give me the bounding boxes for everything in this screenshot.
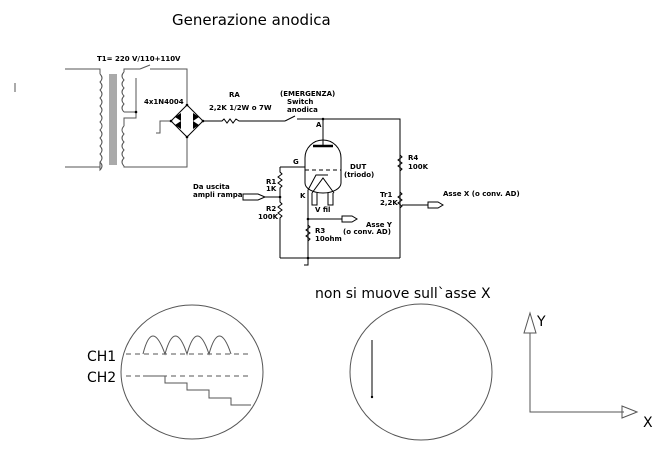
resistor-r3: Asse Y (o conv. AD) R3 10ohm (280, 215, 400, 266)
x-arrow-icon (621, 405, 639, 419)
r4-value: 100K (408, 163, 429, 171)
out-y-line2: (o conv. AD) (343, 228, 391, 236)
transformer-t1: T1= 220 V/110+110V (65, 55, 188, 172)
out-y-line1: Asse Y (366, 221, 393, 229)
r2-value: 100K (258, 213, 279, 221)
y-axis-label: Y (536, 314, 546, 330)
out-x-label: Asse X (o conv. AD) (443, 190, 520, 198)
r3-value: 10ohm (315, 235, 342, 243)
ch1-label: CH1 (87, 349, 116, 365)
r1-value: 1K (266, 185, 277, 193)
grid-label: G (293, 158, 299, 166)
switch-line2: Switch (287, 98, 313, 106)
resistor-ra: RA 2,2K 1/2W o 7W (203, 91, 285, 124)
oscilloscope-xy: non si muove sull`asse X (315, 286, 493, 441)
ra-value: 2,2K 1/2W o 7W (209, 104, 272, 112)
ch2-label: CH2 (87, 370, 116, 386)
tube-line1: DUT (350, 163, 366, 171)
node-a-label: A (316, 121, 322, 129)
y-arrow-icon (523, 311, 537, 334)
tube-line2: (triodo) (344, 171, 374, 179)
ra-name: RA (229, 91, 240, 99)
r3-name: R3 (315, 227, 325, 235)
diagram-title: Generazione anodica (172, 11, 331, 29)
input-line2: ampli rampa (193, 191, 243, 199)
heater-label: V fil (315, 206, 330, 214)
switch-line1: (EMERGENZA) (280, 90, 335, 98)
x-axis-label: X (643, 415, 653, 431)
resistors-r4-tr1: R4 100K Tr1 2,2K Asse X (o conv. AD) (380, 154, 520, 209)
resistors-r1-r2: R1 1K R2 100K Da uscita ampli rampa (193, 167, 283, 258)
r1-name: R1 (266, 178, 276, 186)
ch1-rectified-wave (142, 335, 232, 356)
scope2-caption: non si muove sull`asse X (315, 286, 491, 302)
tr1-name: Tr1 (380, 191, 392, 199)
input-line1: Da uscita (193, 183, 230, 191)
switch-line3: anodica (287, 106, 318, 114)
transformer-label: T1= 220 V/110+110V (97, 55, 181, 63)
ch2-staircase-wave (143, 375, 251, 406)
bridge-rectifier: 4x1N4004 (144, 98, 205, 139)
r2-name: R2 (266, 205, 276, 213)
cathode-label: K (300, 192, 306, 200)
bridge-label: 4x1N4004 (144, 98, 184, 106)
r4-name: R4 (408, 154, 418, 162)
oscilloscope-ch1-ch2: CH1 CH2 (87, 304, 264, 440)
triode-tube: G K V fil DUT (triodo) (280, 119, 374, 258)
xy-axes: Y X (523, 311, 653, 431)
tr1-value: 2,2K (380, 199, 398, 207)
